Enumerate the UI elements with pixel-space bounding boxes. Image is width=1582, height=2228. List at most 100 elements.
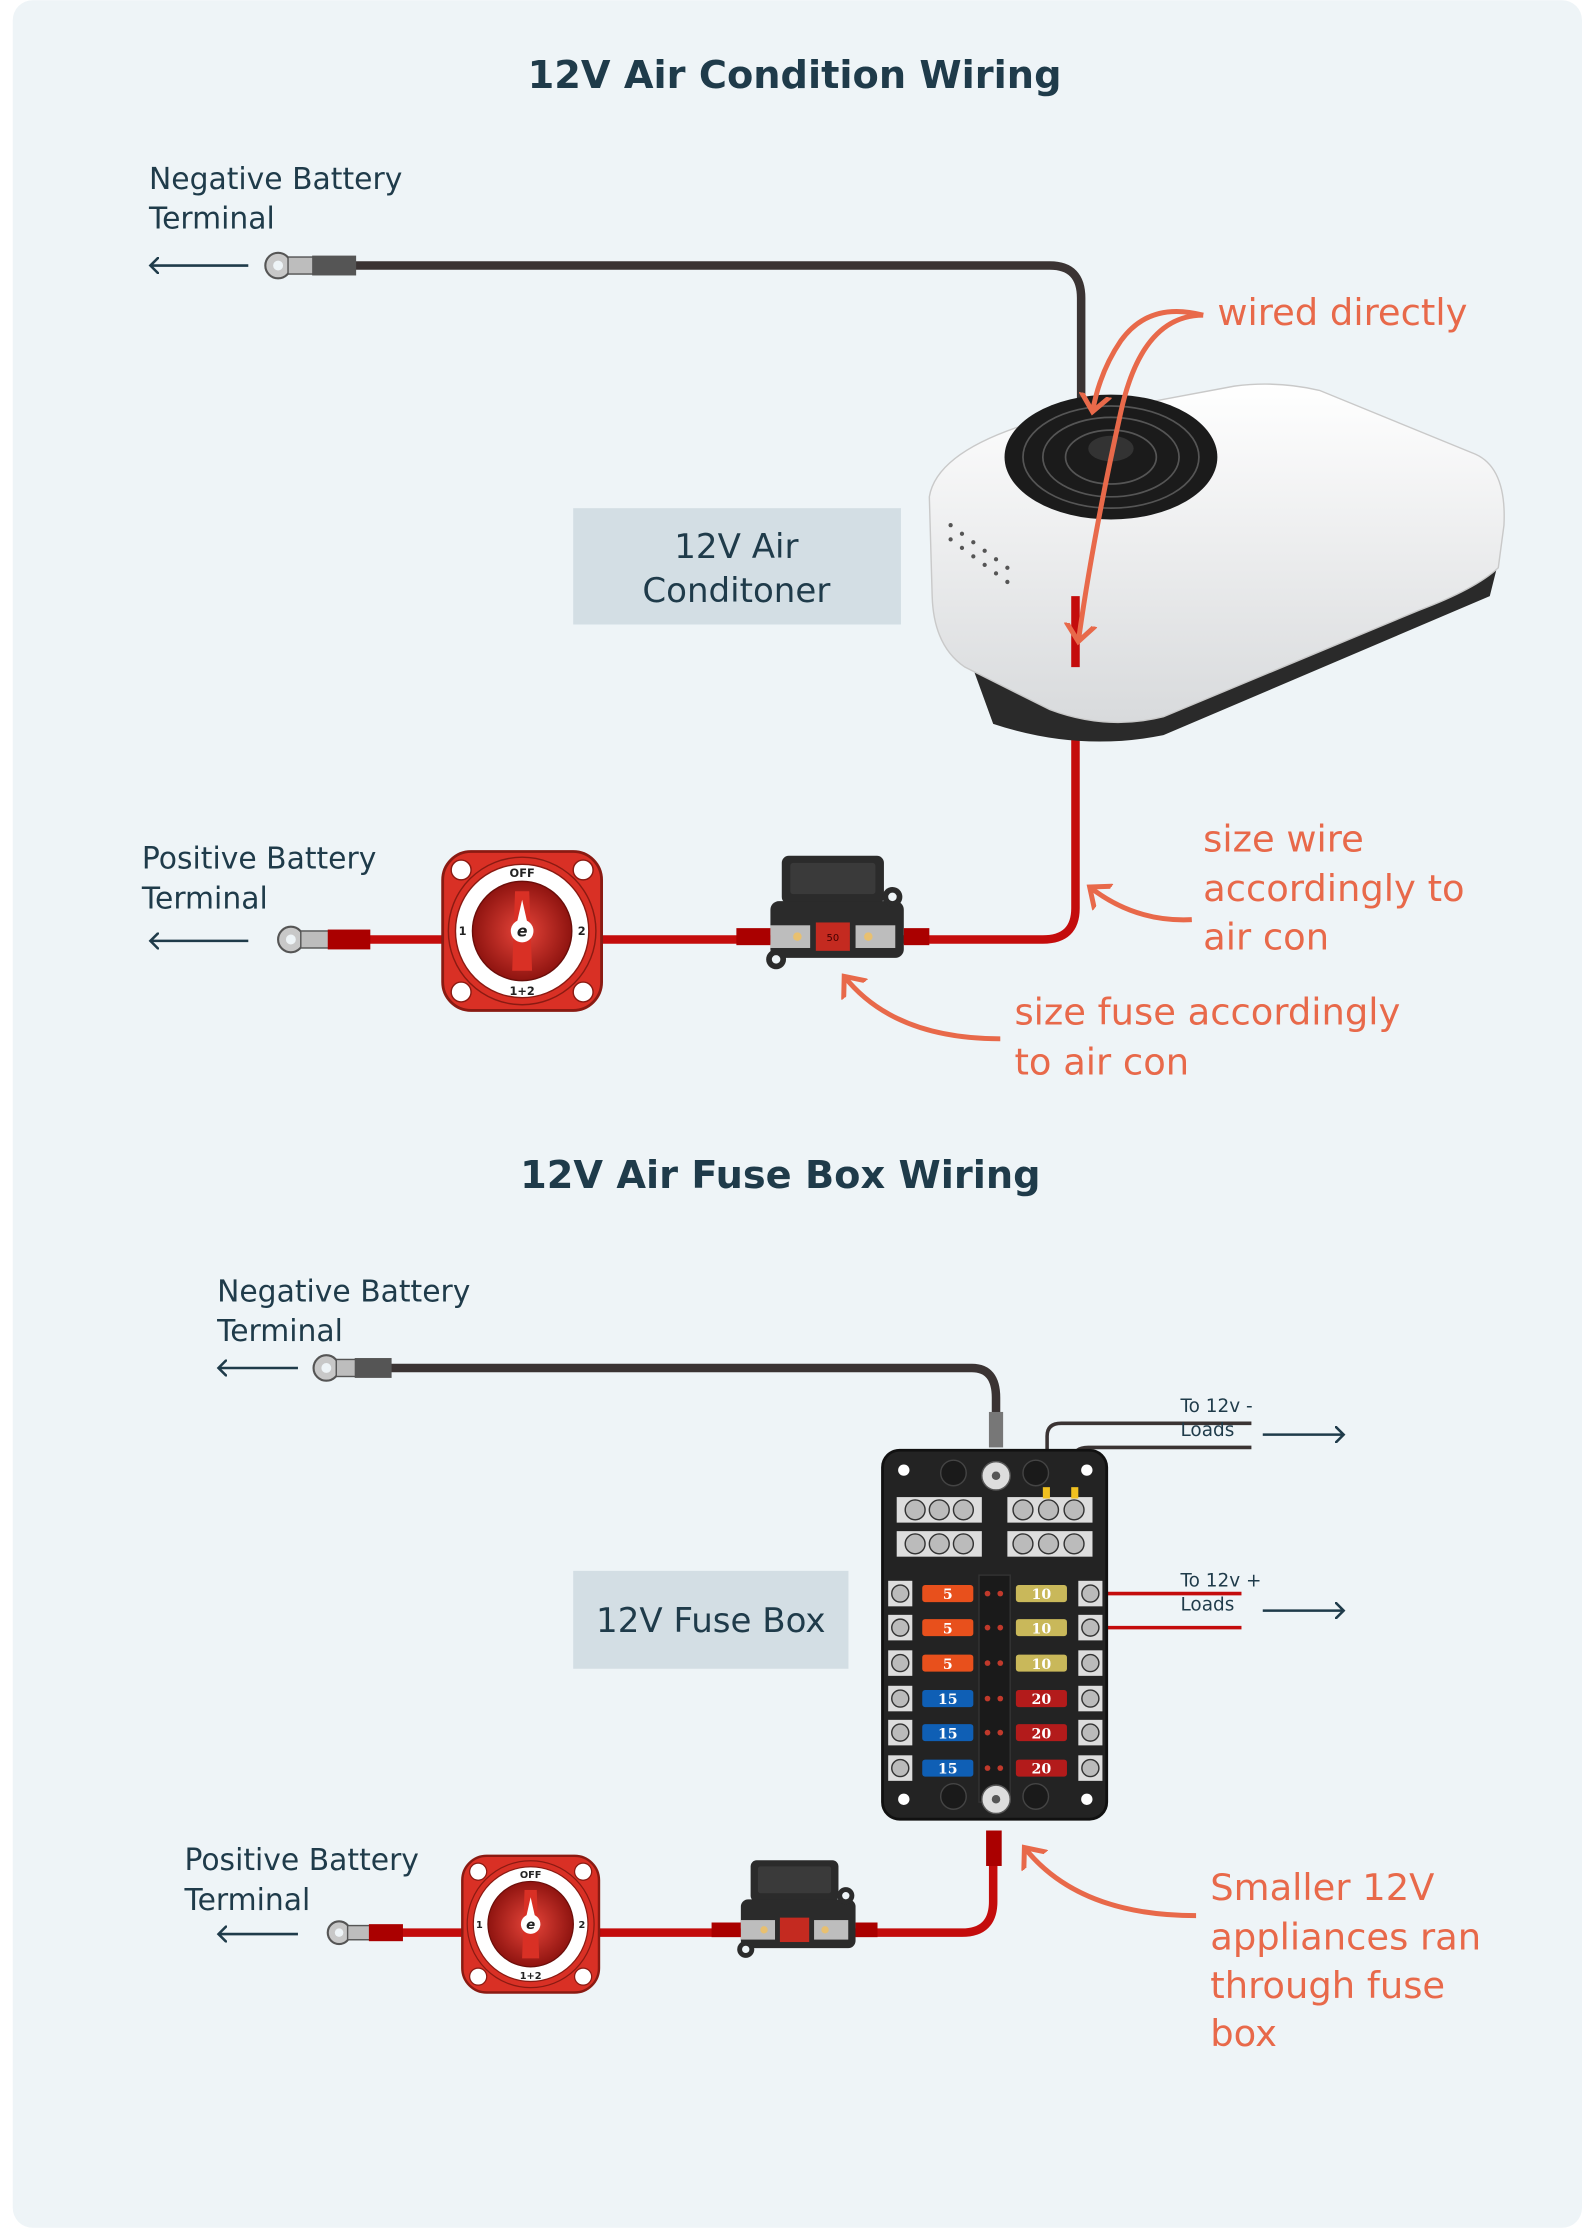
s1-device-label-line1: 12V Air <box>674 527 798 567</box>
switch-label-1: 1 <box>459 924 467 938</box>
blade-fuse-rating: 10 <box>1032 1587 1052 1603</box>
note-fuse-box-line4: box <box>1210 2012 1277 2055</box>
neg-load-wire-1 <box>1045 1421 1252 1490</box>
note-size-fuse-line2: to air con <box>1014 1040 1189 1083</box>
blade-fuse[interactable] <box>922 1654 974 1672</box>
fuse-box-note-arrow-icon <box>1024 1848 1197 1919</box>
s2-device-label: 12V Fuse Box <box>596 1601 826 1641</box>
inline-fuse-rating: 50 <box>827 933 840 944</box>
screw-icon <box>891 1584 910 1603</box>
blade-fuse[interactable] <box>1015 1724 1067 1742</box>
pos-loads-label-line2: Loads <box>1180 1595 1234 1616</box>
blade-fuse[interactable] <box>922 1585 974 1603</box>
s1-negative-ring-terminal <box>264 251 357 280</box>
blade-fuse[interactable] <box>922 1619 974 1637</box>
wired-directly-arrow-icon-2 <box>1078 312 1204 641</box>
s2-inline-fuse-holder <box>711 1860 878 1958</box>
wired-directly-arrow-icon <box>1093 309 1204 411</box>
led-indicator <box>997 1695 1004 1702</box>
led-indicator <box>984 1624 991 1631</box>
screw-icon <box>1081 1653 1100 1673</box>
s1-negative-label-line2: Terminal <box>148 202 275 237</box>
switch-logo: e <box>517 923 528 941</box>
size-fuse-arrow-icon <box>844 976 1001 1042</box>
s1-positive-wire <box>368 667 1080 944</box>
led-indicator <box>984 1729 991 1736</box>
blade-fuse-rating: 20 <box>1032 1726 1052 1742</box>
led-indicator <box>997 1590 1004 1597</box>
screw-icon <box>1081 1758 1100 1778</box>
note-fuse-box-line3: through fuse <box>1210 1964 1445 2007</box>
led-indicator <box>997 1624 1004 1631</box>
screw-icon <box>891 1653 910 1673</box>
screw-icon <box>1081 1723 1100 1742</box>
s2-battery-switch[interactable]: e OFF 1 2 1+2 <box>461 1854 601 1994</box>
section1-title: 12V Air Condition Wiring <box>528 53 1062 98</box>
pos-loads-label-line1: To 12v + <box>1179 1570 1261 1591</box>
led-indicator <box>984 1695 991 1702</box>
blade-fuse-rating: 15 <box>938 1692 958 1708</box>
led-indicator <box>997 1729 1004 1736</box>
screw-icon <box>891 1618 910 1637</box>
blade-fuse[interactable] <box>1015 1619 1067 1637</box>
size-wire-arrow-icon <box>1090 887 1192 923</box>
switch-label-1: 1 <box>476 1920 483 1931</box>
blade-fuse-rating: 5 <box>943 1657 953 1673</box>
blade-fuse-rating: 15 <box>938 1726 958 1742</box>
s1-positive-ring-terminal <box>277 925 371 954</box>
led-indicator <box>984 1765 991 1771</box>
screw-icon <box>891 1758 910 1778</box>
s2-negative-label-line2: Terminal <box>216 1314 343 1349</box>
switch-logo: e <box>526 1918 535 1933</box>
blade-fuse[interactable] <box>1015 1759 1067 1777</box>
s1-negative-label-line1: Negative Battery <box>149 162 402 197</box>
led-indicator <box>984 1660 991 1666</box>
switch-label-2: 2 <box>578 1920 585 1931</box>
screw-icon <box>1081 1584 1100 1603</box>
blade-fuse-rating: 10 <box>1032 1621 1052 1637</box>
s2-negative-sleeve <box>988 1411 1004 1448</box>
blade-fuse-rating: 20 <box>1032 1762 1052 1778</box>
screw-icon <box>1081 1618 1100 1637</box>
note-wired-directly: wired directly <box>1217 291 1467 334</box>
blade-fuse[interactable] <box>922 1690 974 1708</box>
note-size-wire-line3: air con <box>1203 915 1329 958</box>
led-indicator <box>997 1765 1004 1771</box>
s2-negative-ring-terminal <box>312 1354 392 1382</box>
s2-positive-label-line1: Positive Battery <box>184 1843 419 1878</box>
s2-positive-label-line2: Terminal <box>183 1883 310 1918</box>
s2-positive-ring-terminal <box>326 1920 403 1946</box>
s1-positive-label-line2: Terminal <box>141 881 268 916</box>
s1-battery-switch[interactable]: e OFF 1 2 1+2 <box>441 850 604 1012</box>
blade-fuse-rating: 15 <box>938 1762 958 1778</box>
blade-fuse[interactable] <box>1015 1654 1067 1672</box>
s2-positive-sleeve <box>986 1830 1002 1866</box>
note-size-fuse-line1: size fuse accordingly <box>1014 991 1400 1034</box>
led-indicator <box>984 1590 991 1597</box>
blade-fuse-rating: 5 <box>943 1621 953 1637</box>
blade-fuse[interactable] <box>1015 1690 1067 1708</box>
blade-fuse[interactable] <box>922 1759 974 1777</box>
s1-negative-wire <box>354 261 1086 426</box>
note-size-wire-line2: accordingly to <box>1203 867 1464 910</box>
neg-loads-label-line1: To 12v - <box>1179 1396 1252 1417</box>
s1-positive-label-line1: Positive Battery <box>142 842 377 877</box>
switch-label-both: 1+2 <box>520 1971 542 1982</box>
s2-negative-label-line1: Negative Battery <box>217 1274 470 1309</box>
screw-icon <box>891 1689 910 1708</box>
s1-device-label-line2: Conditoner <box>642 571 830 611</box>
blade-fuse[interactable] <box>1015 1585 1067 1603</box>
switch-label-2: 2 <box>578 924 586 938</box>
note-fuse-box-line2: appliances ran <box>1210 1916 1481 1959</box>
screw-icon <box>891 1723 910 1742</box>
led-indicator <box>997 1660 1004 1666</box>
blade-fuse-rating: 20 <box>1032 1692 1052 1708</box>
blade-fuse[interactable] <box>922 1724 974 1742</box>
s1-device-label-box <box>573 508 901 625</box>
section2-title: 12V Air Fuse Box Wiring <box>520 1153 1040 1198</box>
switch-label-both: 1+2 <box>509 984 534 998</box>
note-fuse-box-line1: Smaller 12V <box>1210 1866 1434 1909</box>
neg-loads-label-line2: Loads <box>1180 1420 1234 1441</box>
